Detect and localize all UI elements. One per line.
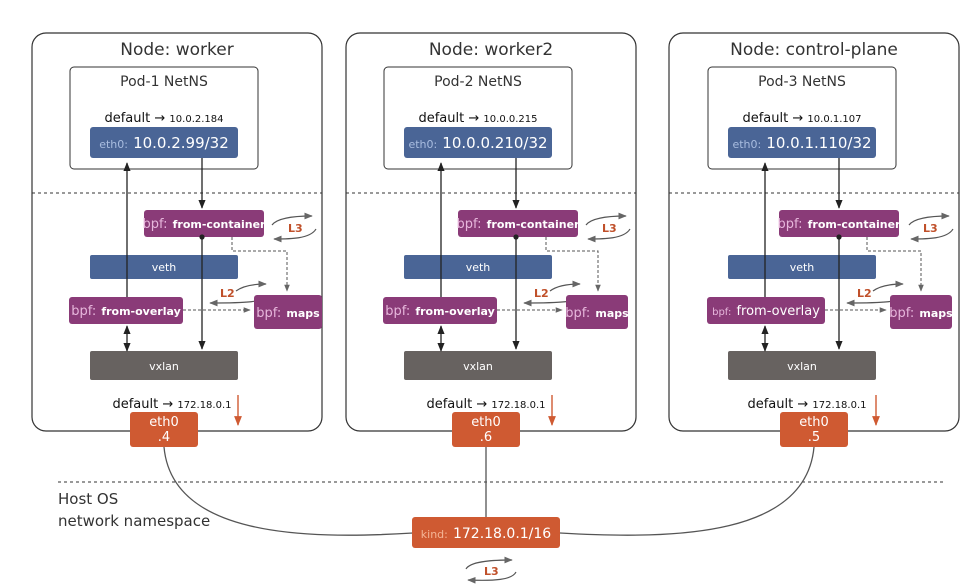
pod-eth0-box — [90, 127, 238, 158]
l3-loop-icon: L3 — [908, 212, 954, 243]
host-eth0-name: eth0 — [149, 415, 179, 430]
pod-eth0-label: eth0: 10.0.0.210/32 — [408, 133, 547, 152]
pod-eth0-label: eth0: 10.0.1.110/32 — [732, 133, 871, 152]
host-namespace-label: network namespace — [58, 512, 210, 530]
bpf-from-container-label: bpf: from-container — [143, 213, 267, 232]
veth-label: veth — [152, 261, 177, 274]
kind-bridge-label: kind: 172.18.0.1/16 — [421, 523, 552, 542]
host-default-route: default → 172.18.0.1 — [747, 397, 866, 412]
bpf-from-container-box — [779, 210, 899, 237]
vxlan-label: vxlan — [149, 360, 179, 373]
pod-default-route: default → 10.0.2.184 — [104, 111, 223, 126]
bpf-from-container-label: bpf: from-container — [778, 213, 902, 232]
pod-eth0-label: eth0: 10.0.2.99/32 — [99, 133, 229, 152]
host-eth0-suffix: .5 — [808, 430, 820, 445]
bpf-maps-box — [890, 295, 952, 329]
host-eth0-name: eth0 — [799, 415, 829, 430]
node-worker2: Node: worker2 Pod-2 NetNS default → 10.0… — [345, 32, 637, 447]
vxlan-box — [90, 351, 238, 380]
pod-default-route: default → 10.0.0.215 — [418, 111, 537, 126]
bpf-from-overlay-label: bpf: from-overlay — [712, 300, 820, 319]
veth-label: veth — [466, 261, 491, 274]
host-default-route: default → 172.18.0.1 — [426, 397, 545, 412]
l2-label: L2 — [220, 287, 235, 300]
l3-label: L3 — [602, 222, 617, 235]
node-title: Node: worker2 — [429, 40, 553, 60]
bpf-maps-box — [254, 295, 322, 329]
bridge-connections — [163, 446, 815, 536]
node-title: Node: worker — [120, 40, 233, 60]
l3-label: L3 — [288, 222, 303, 235]
host-eth0-box — [130, 412, 198, 447]
bpf-from-overlay-label: bpf: from-overlay — [385, 300, 495, 319]
flow-lines — [761, 158, 924, 352]
bpf-from-overlay-label: bpf: from-overlay — [71, 300, 181, 319]
veth-label: veth — [790, 261, 815, 274]
host-eth0-suffix: .4 — [158, 430, 170, 445]
bpf-from-overlay-box — [383, 297, 497, 324]
node-control-plane: Node: control-plane Pod-3 NetNS default … — [668, 32, 960, 447]
pod-title: Pod-2 NetNS — [434, 74, 522, 90]
l3-label: L3 — [923, 222, 938, 235]
kind-bridge-box — [412, 517, 560, 548]
bpf-maps-label: bpf: maps — [256, 302, 320, 321]
vxlan-box — [728, 351, 876, 380]
host-eth0-box — [780, 412, 848, 447]
host-eth0-suffix: .6 — [480, 430, 492, 445]
bpf-from-container-label: bpf: from-container — [457, 213, 581, 232]
vxlan-label: vxlan — [463, 360, 493, 373]
host-os-label: Host OS — [58, 490, 118, 508]
host-l3-loop-icon: L3 — [465, 556, 517, 584]
flow-lines — [123, 158, 290, 352]
bpf-from-container-box — [144, 210, 264, 237]
node-title: Node: control-plane — [730, 40, 898, 60]
host-eth0-name: eth0 — [471, 415, 501, 430]
pod-title: Pod-3 NetNS — [758, 74, 846, 90]
bpf-from-overlay-box — [707, 297, 825, 324]
bpf-maps-label: bpf: maps — [565, 302, 629, 321]
l3-loop-icon: L3 — [585, 212, 631, 243]
vxlan-box — [404, 351, 552, 380]
host-default-route: default → 172.18.0.1 — [112, 397, 231, 412]
bpf-maps-box — [566, 295, 628, 329]
pod-eth0-box — [728, 127, 876, 158]
bpf-maps-label: bpf: maps — [889, 302, 953, 321]
node-worker: Node: worker Pod-1 NetNS default → 10.0.… — [31, 32, 323, 447]
pod-eth0-box — [404, 127, 552, 158]
flow-lines — [437, 158, 601, 352]
l3-loop-icon: L3 — [271, 212, 317, 243]
bpf-from-container-box — [458, 210, 578, 237]
pod-title: Pod-1 NetNS — [120, 74, 208, 90]
l2-label: L2 — [534, 287, 549, 300]
host-l3-label: L3 — [484, 565, 499, 578]
pod-default-route: default → 10.0.1.107 — [742, 111, 861, 126]
l2-label: L2 — [857, 287, 872, 300]
vxlan-label: vxlan — [787, 360, 817, 373]
bpf-from-overlay-box — [69, 297, 183, 324]
host-eth0-box — [452, 412, 520, 447]
